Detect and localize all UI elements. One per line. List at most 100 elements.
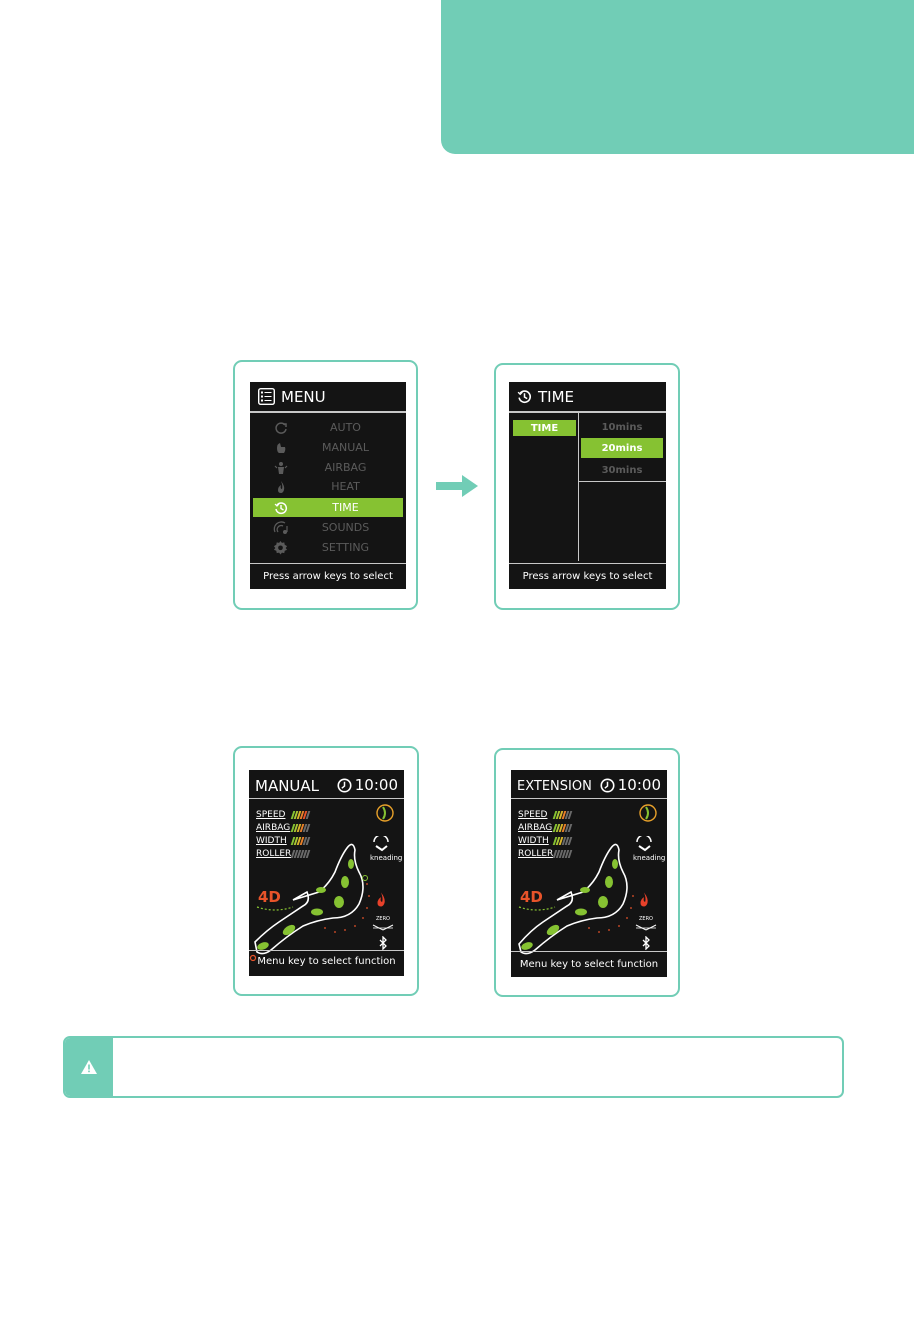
time-footer: Press arrow keys to select — [509, 563, 666, 589]
status-footer: Menu key to select function — [249, 950, 404, 972]
zero-gravity-icon — [372, 924, 394, 931]
kneading-label: kneading — [633, 854, 666, 862]
zero-gravity-icon — [635, 924, 657, 931]
menu-screen-frame: MENU AUTO MANUAL AIRBAG HEAT TIME SOUNDS — [233, 360, 418, 610]
menu-item-manual[interactable]: MANUAL — [253, 438, 403, 457]
time-option-20[interactable]: 20mins — [581, 438, 663, 458]
bar-label: AIRBAG — [518, 822, 553, 833]
manual-screen: MANUAL 10:00 SPEED AIRBAG WIDTH ROLLER 4… — [249, 770, 404, 976]
level-ticks — [552, 810, 573, 819]
mode-4d-label: 4D — [520, 888, 543, 906]
bar-row-width: WIDTH — [518, 834, 598, 847]
flame-icon — [640, 892, 648, 907]
timer: 10:00 — [337, 776, 398, 794]
arc-underline — [256, 906, 294, 911]
extension-screen: EXTENSION 10:00 SPEED AIRBAG WIDTH ROLLE… — [511, 770, 667, 977]
menu-screen: MENU AUTO MANUAL AIRBAG HEAT TIME SOUNDS — [250, 382, 406, 589]
time-screen-frame: TIME TIME 10mins 20mins 30mins Press arr… — [494, 363, 680, 610]
bar-row-speed: SPEED — [256, 808, 336, 821]
warning-icon-panel — [65, 1038, 113, 1096]
divider — [511, 798, 667, 799]
timer-value: 10:00 — [617, 776, 661, 794]
menu-header: MENU — [250, 382, 406, 413]
manual-screen-frame: MANUAL 10:00 SPEED AIRBAG WIDTH ROLLER 4… — [233, 746, 419, 996]
bar-row-width: WIDTH — [256, 834, 336, 847]
airbag-icon — [274, 461, 287, 474]
warning-box — [63, 1036, 844, 1098]
arrow-right-icon — [436, 475, 478, 497]
clock-icon — [274, 501, 287, 514]
list-icon — [258, 388, 275, 405]
bar-label: AIRBAG — [256, 822, 291, 833]
menu-item-auto[interactable]: AUTO — [253, 418, 403, 437]
bar-label: SPEED — [518, 809, 548, 820]
time-category-tag[interactable]: TIME — [513, 420, 576, 436]
menu-footer: Press arrow keys to select — [250, 563, 406, 589]
timer: 10:00 — [600, 776, 661, 794]
level-ticks — [290, 810, 311, 819]
foot-roller-icon — [376, 804, 394, 822]
menu-title: MENU — [281, 387, 326, 406]
body-figure — [249, 843, 370, 962]
flame-icon — [277, 480, 284, 493]
bar-label: SPEED — [256, 809, 286, 820]
extension-screen-frame: EXTENSION 10:00 SPEED AIRBAG WIDTH ROLLE… — [494, 748, 680, 997]
time-title: TIME — [538, 387, 575, 406]
menu-item-label: TIME — [332, 501, 359, 514]
warning-icon — [81, 1060, 97, 1074]
menu-item-label: MANUAL — [322, 441, 369, 454]
menu-item-airbag[interactable]: AIRBAG — [253, 458, 403, 477]
menu-item-label: HEAT — [331, 480, 360, 493]
divider — [579, 481, 666, 482]
timer-value: 10:00 — [354, 776, 398, 794]
time-option-10[interactable]: 10mins — [601, 421, 643, 433]
menu-item-setting[interactable]: SETTING — [253, 538, 403, 557]
bluetooth-icon — [642, 936, 650, 950]
time-option-30[interactable]: 30mins — [601, 464, 643, 476]
bluetooth-icon — [379, 936, 387, 950]
menu-item-label: SOUNDS — [321, 521, 370, 534]
mode-4d-label: 4D — [258, 888, 281, 906]
bar-row-airbag: AIRBAG — [256, 821, 336, 834]
clock-icon — [600, 777, 615, 793]
menu-item-label: SETTING — [321, 541, 370, 554]
arc-underline — [518, 906, 556, 911]
hand-icon — [276, 442, 285, 453]
time-header: TIME — [509, 382, 666, 413]
intensity-bars: SPEED AIRBAG WIDTH ROLLER — [256, 808, 336, 860]
cycle-icon — [274, 421, 287, 434]
corner-tab — [441, 0, 914, 154]
body-figure — [518, 843, 634, 955]
gear-icon — [273, 540, 288, 555]
sound-icon — [273, 520, 288, 534]
kneading-icon — [373, 836, 389, 852]
menu-item-time[interactable]: TIME — [253, 498, 403, 517]
menu-item-label: AUTO — [330, 421, 361, 434]
bar-row-speed: SPEED — [518, 808, 598, 821]
zero-gravity-label: ZERO — [639, 916, 653, 922]
menu-item-label: AIRBAG — [324, 461, 367, 474]
menu-item-sounds[interactable]: SOUNDS — [253, 518, 403, 537]
divider — [578, 413, 579, 561]
divider — [249, 798, 404, 799]
zero-gravity-label: ZERO — [376, 916, 390, 922]
menu-item-heat[interactable]: HEAT — [253, 477, 403, 496]
bar-label: ROLLER — [518, 848, 554, 859]
time-screen: TIME TIME 10mins 20mins 30mins Press arr… — [509, 382, 666, 589]
clock-icon — [517, 390, 531, 404]
bar-label: WIDTH — [256, 835, 287, 846]
status-footer: Menu key to select function — [511, 951, 667, 977]
intensity-bars: SPEED AIRBAG WIDTH ROLLER — [518, 808, 598, 860]
kneading-label: kneading — [370, 854, 403, 862]
flame-icon — [377, 892, 385, 907]
bar-row-airbag: AIRBAG — [518, 821, 598, 834]
clock-icon — [337, 777, 352, 793]
kneading-icon — [636, 836, 652, 852]
foot-roller-icon — [639, 804, 657, 822]
status-title: EXTENSION — [517, 779, 592, 794]
bar-label: ROLLER — [256, 848, 292, 859]
bar-label: WIDTH — [518, 835, 549, 846]
bar-row-roller: ROLLER — [518, 847, 598, 860]
status-title: MANUAL — [255, 777, 320, 795]
bar-row-roller: ROLLER — [256, 847, 336, 860]
